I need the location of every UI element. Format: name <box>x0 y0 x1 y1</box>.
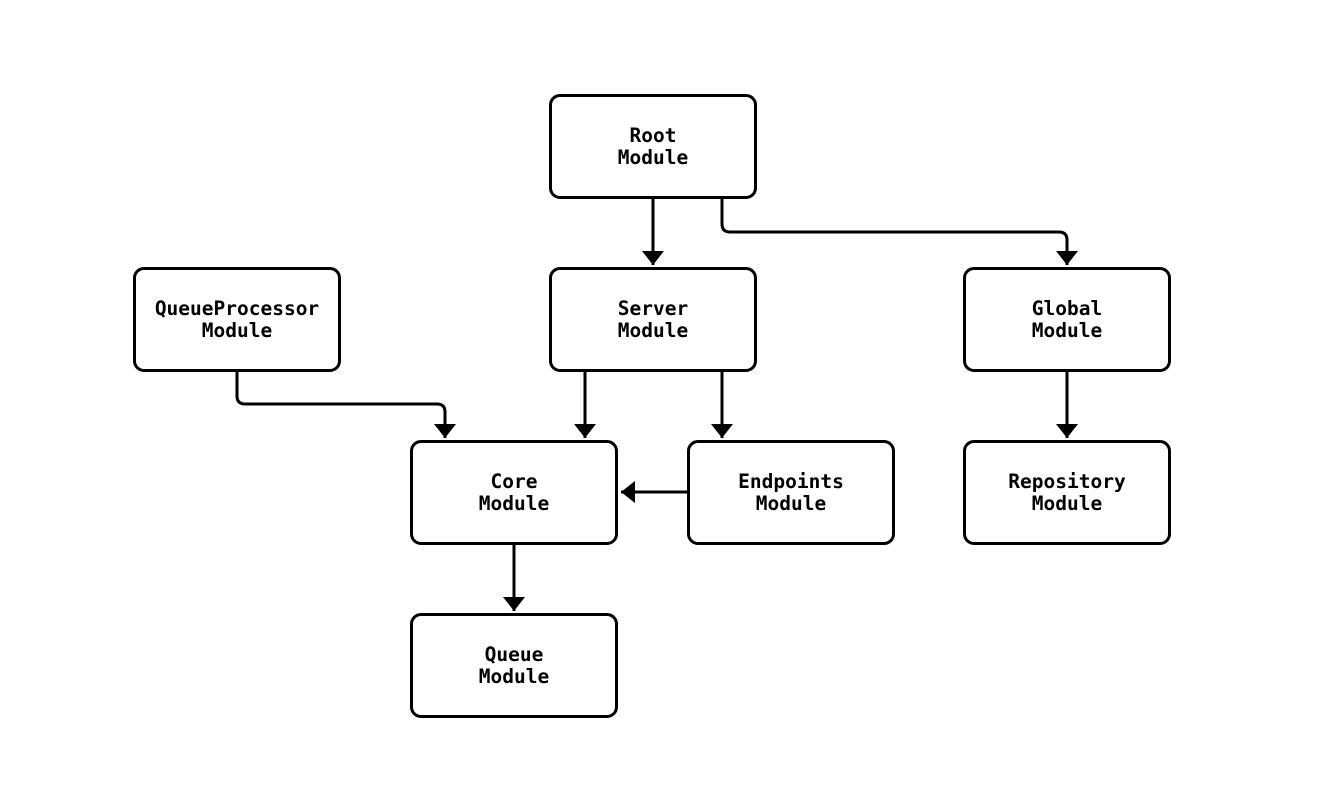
node-label-line: Module <box>617 145 689 169</box>
node-label-line: Module <box>1031 318 1103 342</box>
node-label-line: Module <box>1031 491 1103 515</box>
node-label-line: Module <box>478 664 550 688</box>
node-label-line: QueueProcessor <box>154 296 320 320</box>
node-label-line: Queue <box>484 642 544 666</box>
node-endpoints-module: Endpoints Module <box>687 440 895 545</box>
node-core-module: Core Module <box>410 440 618 545</box>
node-label-line: Repository <box>1008 469 1126 493</box>
node-repository-module: Repository Module <box>963 440 1171 545</box>
edge-queueprocessor-to-core <box>235 370 456 438</box>
node-label-line: Global <box>1031 296 1103 320</box>
node-label-line: Core <box>490 469 538 493</box>
node-global-module: Global Module <box>963 267 1171 372</box>
node-queueprocessor-module: QueueProcessor Module <box>133 267 341 372</box>
node-queue-module: Queue Module <box>410 613 618 718</box>
node-label-line: Module <box>617 318 689 342</box>
node-label-line: Endpoints <box>738 469 844 493</box>
node-label-line: Server <box>617 296 689 320</box>
node-label-line: Module <box>201 318 273 342</box>
node-label-line: Module <box>478 491 550 515</box>
node-server-module: Server Module <box>549 267 757 372</box>
edge-root-to-global <box>720 197 1078 265</box>
node-label-line: Module <box>755 491 827 515</box>
node-label-line: Root <box>629 123 677 147</box>
node-root-module: Root Module <box>549 94 757 199</box>
